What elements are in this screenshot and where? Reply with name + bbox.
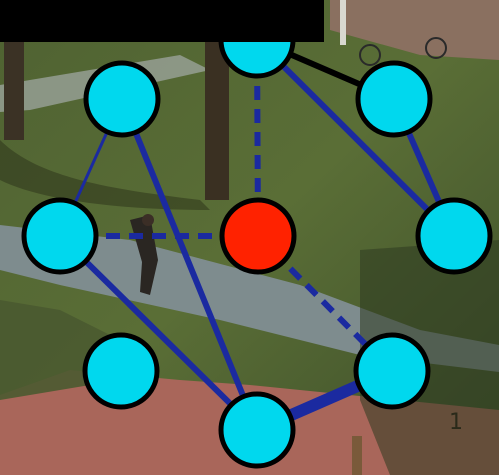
title-overlay-bar bbox=[0, 0, 324, 42]
edge-n-top-n-mid-right bbox=[254, 37, 457, 239]
node-mid-right[interactable] bbox=[415, 197, 493, 275]
nodes-layer bbox=[21, 1, 493, 469]
node-top-right[interactable] bbox=[355, 60, 433, 138]
node-top-left[interactable] bbox=[83, 60, 161, 138]
node-bottom[interactable] bbox=[218, 391, 296, 469]
node-center[interactable] bbox=[219, 197, 297, 275]
node-bottom-left[interactable] bbox=[82, 332, 160, 410]
node-bottom-right[interactable] bbox=[353, 332, 431, 410]
node-mid-left[interactable] bbox=[21, 197, 99, 275]
level-label: 1 bbox=[449, 410, 463, 435]
edge-n-top-left-n-bottom bbox=[119, 97, 260, 432]
edge-n-mid-left-n-bottom bbox=[57, 233, 260, 433]
